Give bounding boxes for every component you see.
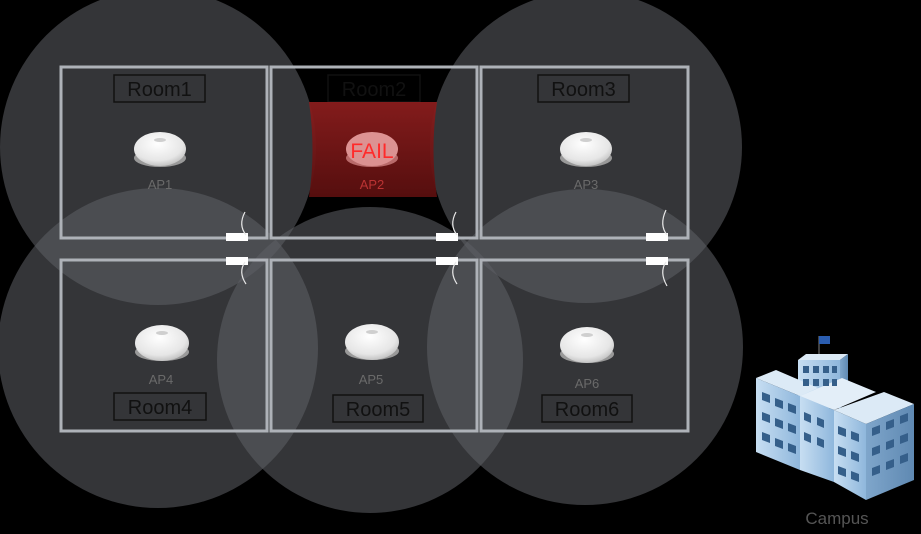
room-3-label-box	[537, 74, 630, 103]
ap4-device	[135, 325, 189, 361]
ap2-label: AP2	[360, 177, 385, 192]
ap1-label: AP1	[148, 177, 173, 192]
room-3-label: Room3	[551, 79, 615, 101]
room-2-label: Room2	[342, 79, 406, 101]
ap5-label: AP5	[359, 372, 384, 387]
right-wing-roof	[834, 392, 914, 424]
left-wing-roof	[756, 370, 818, 396]
room-2-outline	[269, 65, 479, 240]
campus-label: Campus	[805, 509, 868, 528]
ap5-body-icon	[345, 324, 399, 360]
room-6-label: Room6	[555, 399, 619, 421]
ap6-device	[560, 327, 614, 363]
door-room1-swing	[241, 211, 247, 236]
ap6-label: AP6	[575, 376, 600, 391]
ap3-label: AP3	[574, 177, 599, 192]
room-4-outline	[59, 258, 269, 433]
center-roof	[800, 378, 876, 410]
tower-roof	[798, 354, 848, 360]
door-room4-swing	[241, 261, 247, 285]
door-room3-swing	[662, 209, 668, 236]
room-6-outline	[479, 258, 690, 433]
campus-building-icon	[756, 336, 914, 500]
room-5-outline	[269, 258, 479, 433]
door-room2	[436, 233, 458, 241]
door-room5	[436, 257, 458, 265]
door-room4	[226, 257, 248, 265]
ap4-logo-icon	[156, 331, 168, 335]
door-room3	[646, 233, 668, 241]
door-room1	[226, 233, 248, 241]
room-1-label: Room1	[127, 79, 191, 101]
room-4-label-box	[113, 392, 207, 421]
room-5-label: Room5	[346, 399, 410, 421]
access-points: AP1 AP2 FAIL AP3 AP4 AP5	[134, 132, 614, 391]
room-labels: Room1 Room2 Room3 Room4 Room5 Room6	[113, 74, 633, 423]
room-3-outline	[479, 65, 690, 240]
ap6-body-icon	[560, 327, 614, 363]
doors	[226, 209, 668, 287]
room-4-label: Room4	[128, 397, 192, 419]
ap3-logo-icon	[580, 138, 592, 142]
flag-icon	[819, 336, 830, 344]
ap2-device	[346, 132, 398, 167]
ap1-device	[134, 132, 186, 167]
ap5-device	[345, 324, 399, 360]
building-windows	[762, 366, 908, 482]
fail-badge: FAIL	[350, 140, 393, 163]
ap3-device	[560, 132, 612, 167]
ap2-body-icon	[346, 132, 398, 166]
ap3-body-icon	[560, 132, 612, 166]
room-1-outline	[59, 65, 269, 240]
room-5-label-box	[332, 394, 424, 423]
room-1-label-box	[113, 74, 206, 103]
door-room6-swing	[662, 261, 668, 287]
door-room5-swing	[452, 261, 458, 285]
ap1-logo-icon	[154, 138, 166, 142]
ap4-label: AP4	[149, 372, 174, 387]
ap6-logo-icon	[581, 333, 593, 337]
door-room2-swing	[452, 211, 458, 236]
ap4-body-icon	[135, 325, 189, 361]
ap5-logo-icon	[366, 330, 378, 334]
room-outlines	[59, 65, 690, 433]
door-room6	[646, 257, 668, 265]
ap1-body-icon	[134, 132, 186, 166]
room-6-label-box	[541, 394, 633, 423]
